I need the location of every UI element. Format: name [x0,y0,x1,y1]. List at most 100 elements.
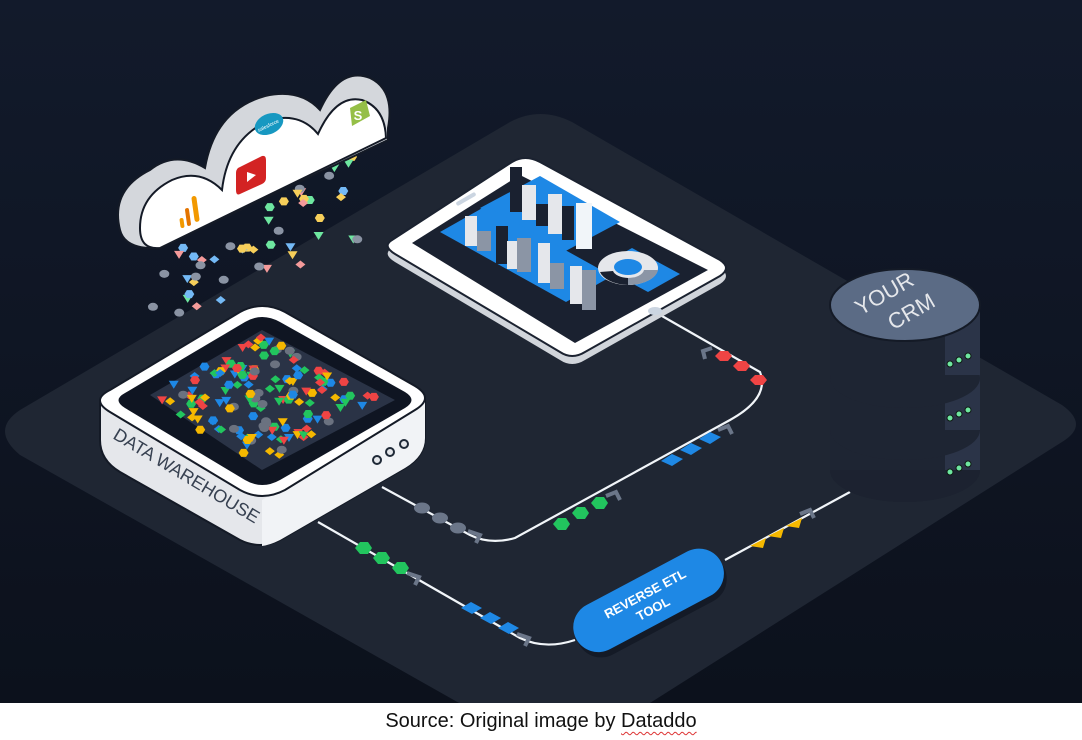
reverse-etl-tool: REVERSE ETL TOOL [573,548,727,658]
data-bit [264,203,275,212]
data-bit [237,344,248,353]
packets-blue-1 [661,432,721,466]
data-bit [209,255,220,264]
crm-database: YOUR CRM [829,267,981,502]
data-bit [159,269,170,278]
data-bit [236,244,247,253]
data-bit [264,447,275,456]
data-bit [259,424,270,433]
chevron-icon [799,507,816,519]
chevron-icon [700,346,713,360]
data-bit [255,333,266,342]
data-bit [321,411,332,420]
data-bit [306,430,317,439]
chevron-icon [717,423,734,435]
packets-gray [414,502,466,534]
data-bit [168,380,179,389]
data-bit [315,378,326,387]
image-caption: Source: Original image by Dataddo [0,703,1082,740]
data-bit [287,377,298,386]
packets-green-1 [553,497,608,530]
data-bit [254,262,265,271]
data-warehouse: DATA WAREHOUSE [99,305,426,546]
reverse-etl-diagram: REVERSE ETL TOOL YOUR CRM [0,0,1082,703]
data-bit [284,346,295,355]
data-bit [197,402,208,411]
data-bit [352,235,363,244]
data-bit [295,260,306,269]
data-bit [274,397,285,406]
data-bit [221,396,232,405]
shopify-glyph: S [354,108,363,123]
data-bit [299,366,310,375]
data-bit [314,214,325,223]
data-bit [335,193,346,202]
data-bit [215,368,226,377]
data-bit [273,226,284,235]
data-bit [345,391,356,400]
data-bit [187,413,198,422]
data-bit [195,425,206,434]
data-bit [243,380,254,389]
data-bit [270,375,281,384]
data-bit [274,384,285,393]
data-bit [276,341,287,350]
data-bit [199,362,210,371]
data-bit [298,431,309,440]
data-bit [216,425,227,434]
data-bit [214,399,225,408]
data-bit [182,275,193,284]
data-bit [368,392,379,401]
illustration-stage: REVERSE ETL TOOL YOUR CRM [0,0,1082,703]
data-bit [250,343,261,352]
data-bit [165,397,176,406]
data-bit [325,378,336,387]
data-bit [301,387,312,396]
data-bit [258,340,269,349]
dashboard-bars [465,167,596,310]
data-bit [225,242,236,251]
data-bit [178,390,189,399]
caption-brand-link[interactable]: Dataddo [621,710,697,732]
packets-green-2 [355,542,409,574]
chevron-icon [406,571,422,586]
data-bit [188,408,199,417]
data-bit [192,415,203,424]
data-bit [283,433,294,442]
donut-chart [598,251,658,286]
data-bit [322,372,333,381]
edge-warehouse-etl [317,521,576,646]
data-bit [338,186,349,195]
data-bit [215,296,226,305]
data-bit [188,252,199,261]
data-bit [261,264,272,273]
data-bit [267,426,278,435]
chevron-icon [605,489,622,501]
data-bit [184,290,195,299]
data-bit [285,243,296,252]
data-bit [287,390,298,399]
data-bit [218,275,229,284]
data-bit [278,197,289,206]
data-bit [304,398,315,407]
data-bit [208,416,219,425]
salesforce-icon: salesforce [254,112,284,136]
crm-status-leds [946,352,972,476]
data-bit [312,415,323,424]
data-bit [307,388,318,397]
data-bit [335,403,346,412]
data-bit [264,337,275,346]
data-bit [187,386,198,395]
data-bit [338,377,349,386]
data-bit [248,412,259,421]
data-bit [190,272,201,281]
data-bit [266,433,277,442]
packets-yellow [750,518,802,548]
data-bit [340,398,351,407]
source-cloud: salesforce S [117,74,391,250]
data-bit [280,423,291,432]
data-bit [288,355,299,364]
data-bit [248,245,259,254]
data-bit [186,394,197,403]
data-bit [220,364,231,373]
